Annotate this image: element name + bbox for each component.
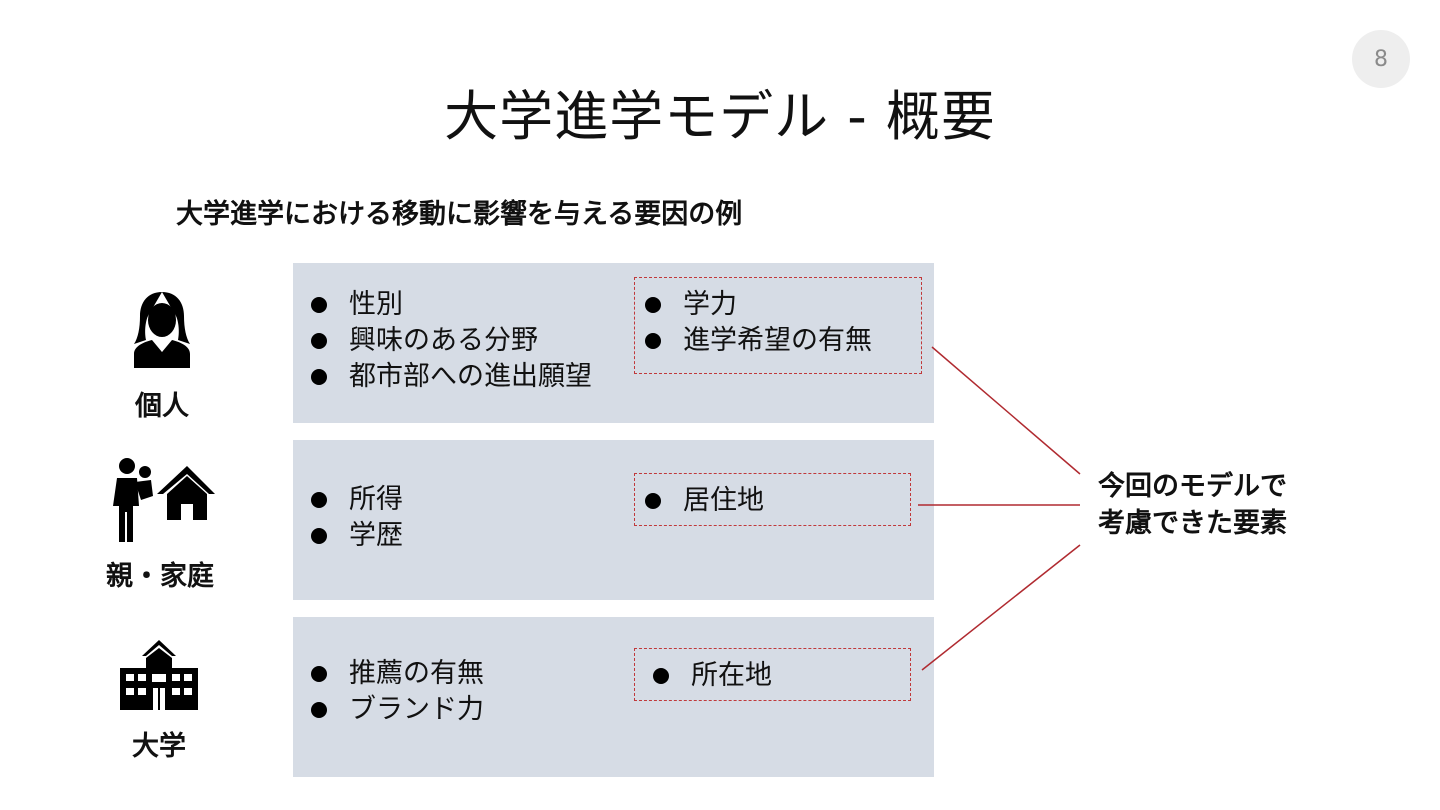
person-icon xyxy=(134,292,190,368)
conclusion-line-1: 今回のモデルで xyxy=(1098,471,1287,502)
list-item: 都市部への進出願望 xyxy=(293,359,592,395)
section-subtitle: 大学進学における移動に影響を与える要因の例 xyxy=(176,199,743,230)
page-number-badge: 8 xyxy=(1352,30,1410,88)
list-item: ブランド力 xyxy=(293,692,484,728)
category-label-university: 大学 xyxy=(132,731,186,762)
conclusion-label: 今回のモデルで 考慮できた要素 xyxy=(1098,468,1287,542)
list-item: 学力 xyxy=(627,287,872,323)
modeled-factor-list-university: 所在地 xyxy=(635,658,772,694)
factor-panel-family: 所得 学歴 居住地 xyxy=(293,440,934,600)
list-item: 所在地 xyxy=(635,658,772,694)
category-label-family: 親・家庭 xyxy=(106,561,214,592)
factor-list-individual: 性別 興味のある分野 都市部への進出願望 xyxy=(293,287,592,395)
connector-line-university xyxy=(921,544,1081,671)
modeled-factor-list-family: 居住地 xyxy=(627,483,764,519)
list-item: 性別 xyxy=(293,287,592,323)
category-individual: 個人 xyxy=(92,290,232,423)
modeled-factor-list-individual: 学力 進学希望の有無 xyxy=(627,287,872,359)
list-item: 学歴 xyxy=(293,518,403,554)
page-number: 8 xyxy=(1374,46,1388,72)
category-family: 親・家庭 xyxy=(90,456,230,593)
conclusion-line-2: 考慮できた要素 xyxy=(1098,508,1287,539)
factor-list-university: 推薦の有無 ブランド力 xyxy=(293,656,484,728)
university-building-icon xyxy=(120,640,198,710)
factor-panel-university: 推薦の有無 ブランド力 所在地 xyxy=(293,617,934,777)
modeled-factor-box-individual: 学力 進学希望の有無 xyxy=(634,277,922,374)
category-university: 大学 xyxy=(89,640,229,763)
parent-home-icon xyxy=(113,458,215,542)
list-item: 興味のある分野 xyxy=(293,323,592,359)
list-item: 所得 xyxy=(293,482,403,518)
modeled-factor-box-family: 居住地 xyxy=(634,473,911,526)
page-title: 大学進学モデル - 概要 xyxy=(444,85,996,148)
list-item: 居住地 xyxy=(627,483,764,519)
factor-list-family: 所得 学歴 xyxy=(293,482,403,554)
modeled-factor-box-university: 所在地 xyxy=(634,648,911,701)
list-item: 推薦の有無 xyxy=(293,656,484,692)
factor-panel-individual: 性別 興味のある分野 都市部への進出願望 学力 進学希望の有無 xyxy=(293,263,934,423)
list-item: 進学希望の有無 xyxy=(627,323,872,359)
connector-line-individual xyxy=(931,346,1081,475)
category-label-individual: 個人 xyxy=(135,391,189,422)
